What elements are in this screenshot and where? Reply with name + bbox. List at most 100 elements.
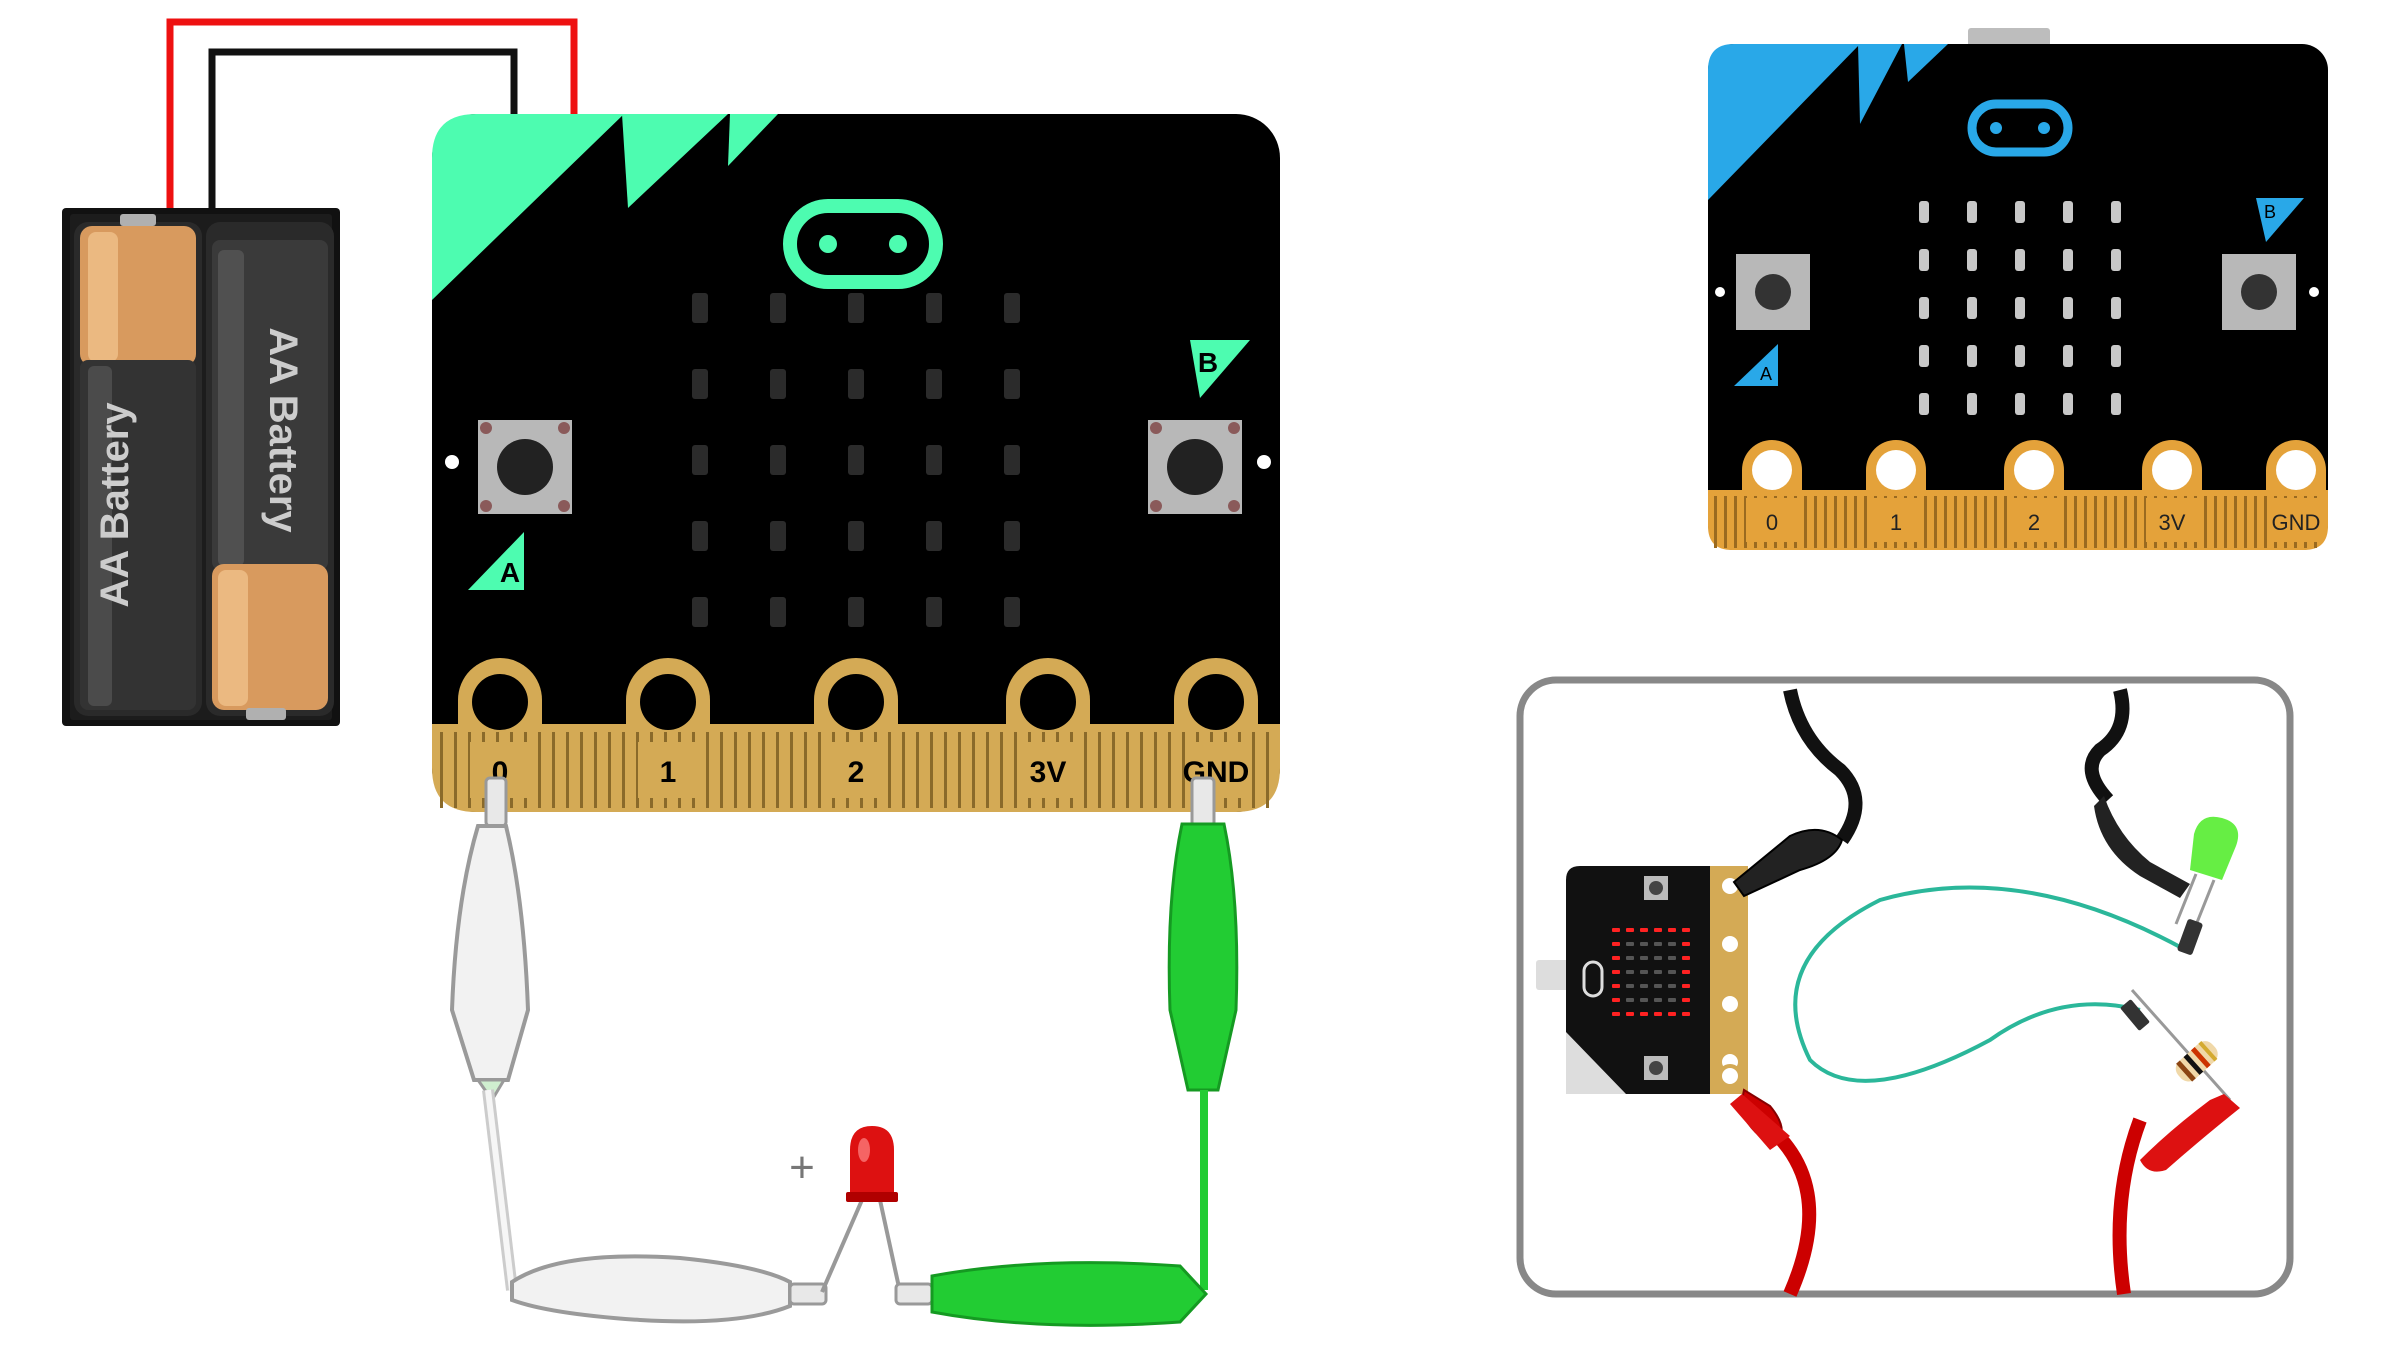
small-pin-3v[interactable]: 3V [2142, 440, 2202, 542]
led-cell [1668, 942, 1676, 946]
led-cell [1612, 928, 1620, 932]
small-pin-1[interactable]: 1 [1866, 440, 1926, 542]
small-led-matrix [1919, 201, 2121, 415]
main-button-b-label: B [1198, 347, 1218, 378]
led-cell [848, 521, 864, 551]
led-cell [1004, 293, 1020, 323]
main-circuit-wiring: + [449, 776, 1239, 1327]
led-cell [926, 521, 942, 551]
led-cell [692, 369, 708, 399]
led-cell [2063, 297, 2073, 319]
small-button-b-label: B [2264, 202, 2276, 222]
small-button-b-marker [2256, 198, 2304, 242]
pin-2[interactable]: 2 [814, 658, 898, 798]
led-cell [926, 445, 942, 475]
led-cell [1682, 984, 1690, 988]
led-cell [926, 369, 942, 399]
pin-gnd[interactable]: GND [1174, 658, 1258, 798]
small-pin-0[interactable]: 0 [1742, 440, 1802, 542]
inset-frame [1516, 676, 2294, 1298]
inset-black-clip-right-icon[interactable] [2094, 796, 2190, 898]
white-clip-wire [482, 1089, 518, 1291]
led-cell [1668, 1012, 1676, 1016]
led-cell [1919, 201, 1929, 223]
led-cell [2111, 249, 2121, 271]
small-corner-accent [1708, 44, 1860, 200]
led-cell [2063, 249, 2073, 271]
led-cell [926, 293, 942, 323]
inset-red-clip-right-icon[interactable] [2140, 1094, 2240, 1172]
led-cell [692, 597, 708, 627]
led-cell [2015, 201, 2025, 223]
green-crocodile-clip-icon[interactable] [1167, 776, 1239, 1092]
led-cell [1967, 297, 1977, 319]
led-cell [1967, 249, 1977, 271]
small-button-b[interactable] [2222, 254, 2296, 330]
white-crocodile-clip-icon[interactable] [449, 776, 531, 1103]
led-cell [770, 369, 786, 399]
pin-1[interactable]: 1 [626, 658, 710, 798]
led-cell [1682, 956, 1690, 960]
led-cell [692, 521, 708, 551]
led-cell [1640, 1012, 1648, 1016]
main-corner-accent [432, 114, 624, 300]
led-cell [1919, 297, 1929, 319]
led-cell [1682, 970, 1690, 974]
small-button-a[interactable] [1736, 254, 1810, 330]
led-cell [1967, 201, 1977, 223]
pin-3v[interactable]: 3V [1006, 658, 1090, 798]
microbit-small: A B 0 1 2 3V GND [1708, 28, 2328, 550]
led-cell [2111, 345, 2121, 367]
led-cell [848, 369, 864, 399]
led-cell [1612, 1012, 1620, 1016]
led-cell [2111, 297, 2121, 319]
led-cell [1919, 393, 1929, 415]
white-crocodile-clip-lower-icon[interactable] [510, 1254, 828, 1324]
small-pin-gnd[interactable]: GND [2266, 440, 2326, 542]
led-cell [2063, 393, 2073, 415]
battery-right-label: AA Battery [261, 327, 305, 533]
pin-label: 1 [660, 756, 677, 789]
main-button-a[interactable] [478, 420, 572, 514]
inset-panel [1516, 676, 2294, 1298]
led-cell [1654, 970, 1662, 974]
led-cell [1626, 956, 1634, 960]
green-led-icon [2174, 816, 2239, 955]
main-logo-icon [783, 199, 943, 289]
led-cell [692, 293, 708, 323]
small-pin-2[interactable]: 2 [2004, 440, 2064, 542]
led-cell [1626, 998, 1634, 1002]
main-button-a-label: A [500, 557, 520, 588]
small-button-a-label: A [1760, 364, 1772, 384]
pin-label: 0 [1766, 510, 1778, 535]
main-led-matrix [692, 293, 1020, 627]
led-cell [2063, 201, 2073, 223]
led-cell [1612, 970, 1620, 974]
led-cell [1654, 942, 1662, 946]
pin-label: 3V [2159, 510, 2186, 535]
led-cell [2111, 393, 2121, 415]
main-button-b[interactable] [1148, 420, 1242, 514]
battery-left-label: AA Battery [93, 402, 137, 608]
led-cell [1004, 597, 1020, 627]
led-cell [1654, 928, 1662, 932]
led-cell [1654, 998, 1662, 1002]
led-polarity-mark: + [789, 1143, 815, 1192]
led-cell [1612, 956, 1620, 960]
inset-black-clip-icon[interactable] [1732, 829, 1844, 898]
inset-red-clip-icon[interactable] [1730, 1088, 1790, 1150]
led-cell [1004, 369, 1020, 399]
led-cell [848, 293, 864, 323]
green-crocodile-clip-lower-icon[interactable] [894, 1261, 1209, 1327]
led-cell [848, 445, 864, 475]
led-cell [1640, 956, 1648, 960]
led-cell [2015, 393, 2025, 415]
led-cell [1919, 345, 1929, 367]
led-cell [2015, 297, 2025, 319]
led-cell [1668, 998, 1676, 1002]
led-cell [692, 445, 708, 475]
pin-label: 1 [1890, 510, 1902, 535]
inset-led-matrix [1612, 928, 1690, 1016]
led-cell [1668, 956, 1676, 960]
